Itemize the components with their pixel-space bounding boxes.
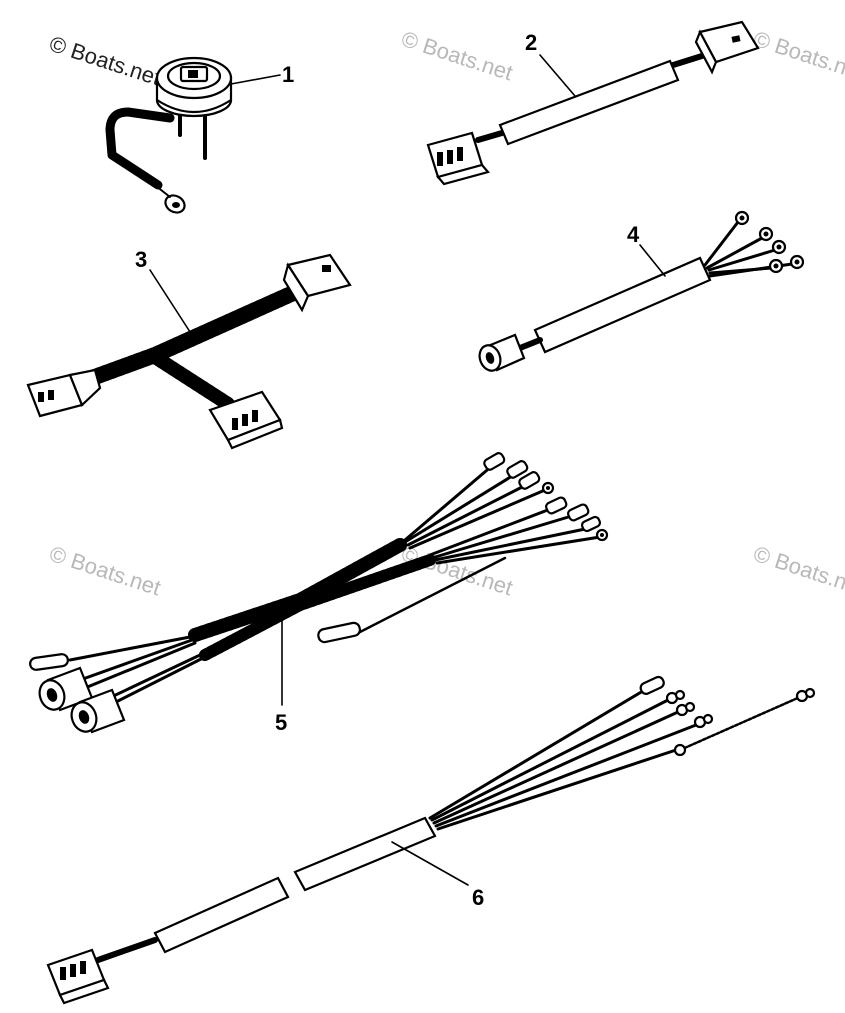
watermark-top-left: © Boats.net	[46, 31, 163, 90]
part-6-cable: 6	[46, 675, 816, 1005]
part-4-cable: 4	[478, 210, 805, 372]
watermark-top-center: © Boats.net	[398, 26, 515, 85]
watermark-mid-right: © Boats.net	[750, 541, 845, 600]
callout-6: 6	[472, 885, 484, 910]
part-1-switch: 1	[105, 56, 294, 214]
callout-1: 1	[282, 62, 294, 87]
callout-4: 4	[627, 222, 640, 247]
callout-5: 5	[275, 710, 287, 735]
watermark-top-right: © Boats.net	[750, 26, 845, 85]
part-3-harness: 3	[26, 247, 352, 450]
watermarks: © Boats.net © Boats.net © Boats.net © Bo…	[46, 26, 845, 600]
part-2-cable: 2	[426, 20, 760, 186]
watermark-mid-left: © Boats.net	[46, 541, 163, 600]
callout-3: 3	[135, 247, 147, 272]
part-5-harness: 5	[29, 452, 609, 735]
callout-2: 2	[525, 30, 537, 55]
